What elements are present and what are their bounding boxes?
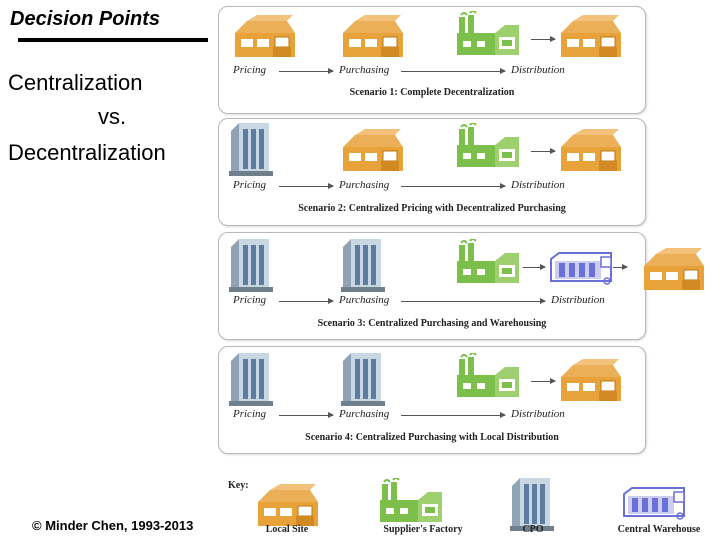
cpo-icon [229, 351, 273, 412]
cpo-icon [229, 121, 273, 182]
cpo-icon [229, 237, 273, 298]
key-label-central-warehouse: Central Warehouse [617, 524, 701, 535]
title-underline [18, 38, 208, 42]
distribution-label: Distribution [511, 64, 565, 76]
flow-arrow [279, 298, 334, 304]
flow-arrow [523, 264, 546, 270]
purchasing-label: Purchasing [339, 64, 390, 76]
flow-arrow [531, 148, 556, 154]
copyright-text: © Minder Chen, 1993-2013 [32, 518, 194, 533]
scenario-panel-2: Pricing Purchasing Distribution Scenario… [218, 118, 646, 226]
suppliers-factory-icon [455, 10, 525, 62]
pricing-label: Pricing [233, 179, 266, 191]
purchasing-label: Purchasing [339, 294, 390, 306]
subtitle-decentralization: Decentralization [8, 140, 166, 165]
key-title: Key: [228, 480, 249, 491]
local-site-icon [256, 482, 320, 533]
flow-arrow [401, 412, 506, 418]
local-site-icon [559, 127, 623, 178]
scenario-caption: Scenario 4: Centralized Purchasing with … [305, 432, 559, 443]
distribution-label: Distribution [511, 179, 565, 191]
flow-arrow [401, 68, 506, 74]
central-warehouse-icon [622, 486, 688, 525]
subtitle-vs: vs. [98, 104, 127, 129]
subtitle-centralization: Centralization [8, 70, 143, 95]
local-site-icon [341, 127, 405, 178]
scenario-caption: Scenario 3: Centralized Purchasing and W… [317, 318, 547, 329]
pricing-label: Pricing [233, 294, 266, 306]
purchasing-label: Purchasing [339, 179, 390, 191]
flow-arrow [279, 412, 334, 418]
local-site-icon [559, 357, 623, 408]
flow-arrow [531, 36, 556, 42]
distribution-label: Distribution [511, 408, 565, 420]
flow-arrow [279, 183, 334, 189]
scenario-panel-3: Pricing Purchasing Distribution Scenario… [218, 232, 646, 340]
scenario-panel-1: Pricing Purchasing Distribution Scenario… [218, 6, 646, 114]
suppliers-factory-icon [455, 122, 525, 174]
suppliers-factory-icon [455, 352, 525, 404]
flow-arrow [401, 298, 546, 304]
suppliers-factory-icon [378, 477, 448, 529]
local-site-icon [341, 13, 405, 64]
flow-arrow [279, 68, 334, 74]
cpo-icon [341, 237, 385, 298]
local-site-icon [233, 13, 297, 64]
local-site-icon [559, 13, 623, 64]
flow-arrow [531, 378, 556, 384]
cpo-icon [341, 351, 385, 412]
scenario-caption: Scenario 1: Complete Decentralization [349, 87, 515, 98]
distribution-label: Distribution [551, 294, 605, 306]
central-warehouse-icon [549, 251, 615, 290]
scenario-panel-4: Pricing Purchasing Distribution Scenario… [218, 346, 646, 454]
key-label-local-site: Local Site [265, 524, 309, 535]
pricing-label: Pricing [233, 408, 266, 420]
cpo-icon [510, 476, 554, 537]
flow-arrow [613, 264, 628, 270]
key-label-cpo: CPO [522, 524, 544, 535]
pricing-label: Pricing [233, 64, 266, 76]
key-label-suppliers-factory: Supplier's Factory [383, 524, 463, 535]
local-site-icon [642, 246, 706, 297]
scenario-caption: Scenario 2: Centralized Pricing with Dec… [298, 203, 566, 214]
slide-title: Decision Points [10, 8, 161, 30]
flow-arrow [401, 183, 506, 189]
suppliers-factory-icon [455, 238, 525, 290]
purchasing-label: Purchasing [339, 408, 390, 420]
